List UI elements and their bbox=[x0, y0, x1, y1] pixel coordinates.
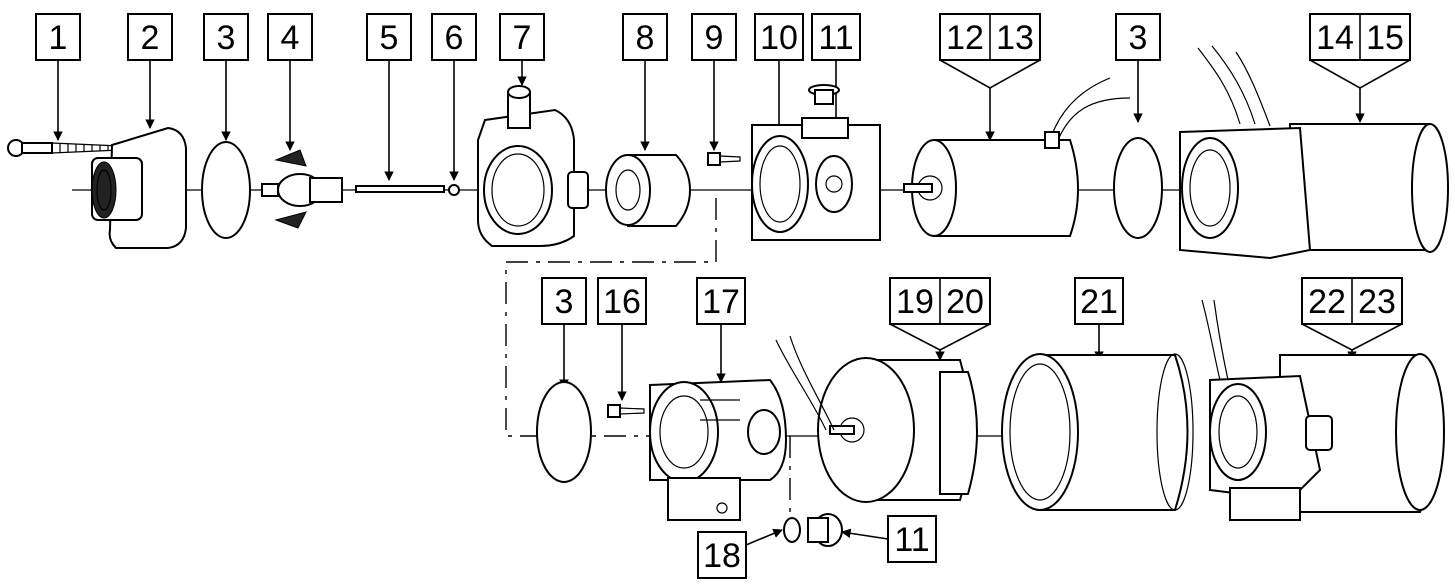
screw-part-9 bbox=[707, 152, 741, 166]
motor-sleeve-part-21 bbox=[1001, 353, 1194, 511]
callout-8: 8 bbox=[622, 13, 668, 61]
callout-16: 16 bbox=[597, 277, 647, 325]
callout-19-20: 19 20 bbox=[889, 277, 991, 325]
callout-label: 13 bbox=[996, 19, 1034, 57]
motor-part-19-20 bbox=[775, 335, 978, 503]
callout-18: 18 bbox=[697, 531, 747, 579]
o-ring-part-3 bbox=[201, 141, 251, 239]
shaft-part-5 bbox=[355, 185, 445, 193]
callout-label: 3 bbox=[555, 283, 574, 321]
callout-2: 2 bbox=[127, 13, 173, 61]
screw-part-1 bbox=[7, 139, 121, 157]
callout-label: 3 bbox=[217, 19, 236, 57]
callout-label: 5 bbox=[380, 19, 399, 57]
callout-3-bottom: 3 bbox=[541, 277, 587, 325]
adapter-bracket-part-10 bbox=[751, 117, 881, 241]
callout-label: 21 bbox=[1080, 283, 1118, 321]
callout-label: 19 bbox=[896, 283, 934, 321]
callout-label: 20 bbox=[946, 283, 984, 321]
callout-4: 4 bbox=[267, 13, 313, 61]
callout-label: 23 bbox=[1358, 283, 1396, 321]
callout-3: 3 bbox=[203, 13, 249, 61]
pump-cover-part-2 bbox=[91, 126, 187, 249]
cap-part-11 bbox=[808, 84, 840, 105]
callout-label: 14 bbox=[1316, 19, 1354, 57]
callout-label: 18 bbox=[703, 537, 741, 575]
assembled-pump-part-22-23 bbox=[1201, 299, 1445, 521]
callout-label: 17 bbox=[702, 283, 740, 321]
callout-label: 11 bbox=[818, 19, 853, 57]
callout-label: 9 bbox=[705, 19, 724, 57]
callout-label: 4 bbox=[281, 19, 300, 57]
callout-21: 21 bbox=[1074, 277, 1124, 325]
callout-14-15: 14 15 bbox=[1309, 13, 1411, 61]
callout-label: 6 bbox=[445, 19, 464, 57]
callout-label: 10 bbox=[760, 19, 798, 57]
pump-body-part-7 bbox=[477, 85, 589, 247]
callout-label: 3 bbox=[1129, 19, 1148, 57]
impeller-part-4 bbox=[261, 149, 343, 229]
cap-part-11-bottom bbox=[807, 513, 843, 547]
callout-5: 5 bbox=[366, 13, 412, 61]
o-ring-part-18 bbox=[783, 517, 801, 543]
callout-22-23: 22 23 bbox=[1301, 277, 1403, 325]
callout-label: 1 bbox=[49, 19, 68, 57]
o-ring-part-3-bottom bbox=[536, 381, 592, 483]
pump-housing-part-17 bbox=[649, 378, 788, 521]
callout-label: 2 bbox=[141, 19, 160, 57]
callout-6: 6 bbox=[431, 13, 477, 61]
screw-part-16 bbox=[607, 404, 645, 418]
callout-10: 10 bbox=[754, 13, 804, 61]
callout-label: 12 bbox=[946, 19, 984, 57]
callout-label: 7 bbox=[513, 19, 532, 57]
callout-7: 7 bbox=[499, 13, 545, 61]
o-ring-part-3-right bbox=[1113, 137, 1163, 239]
callout-1: 1 bbox=[35, 13, 81, 61]
callout-12-13: 12 13 bbox=[939, 13, 1041, 61]
callout-11-bottom: 11 bbox=[887, 515, 937, 563]
callout-label: 22 bbox=[1308, 283, 1346, 321]
motor-part-12-13 bbox=[903, 77, 1131, 237]
washer-part-6 bbox=[448, 184, 460, 196]
callout-11-top: 11 bbox=[811, 13, 861, 61]
callout-label: 16 bbox=[603, 283, 641, 321]
callout-label: 8 bbox=[636, 19, 655, 57]
callout-17: 17 bbox=[696, 277, 746, 325]
callout-label: 15 bbox=[1366, 19, 1404, 57]
assembled-pump-part-14-15 bbox=[1179, 45, 1449, 260]
callout-9: 9 bbox=[691, 13, 737, 61]
callout-3-right: 3 bbox=[1115, 13, 1161, 61]
coupling-part-8 bbox=[605, 154, 692, 227]
callout-label: 11 bbox=[894, 521, 929, 559]
